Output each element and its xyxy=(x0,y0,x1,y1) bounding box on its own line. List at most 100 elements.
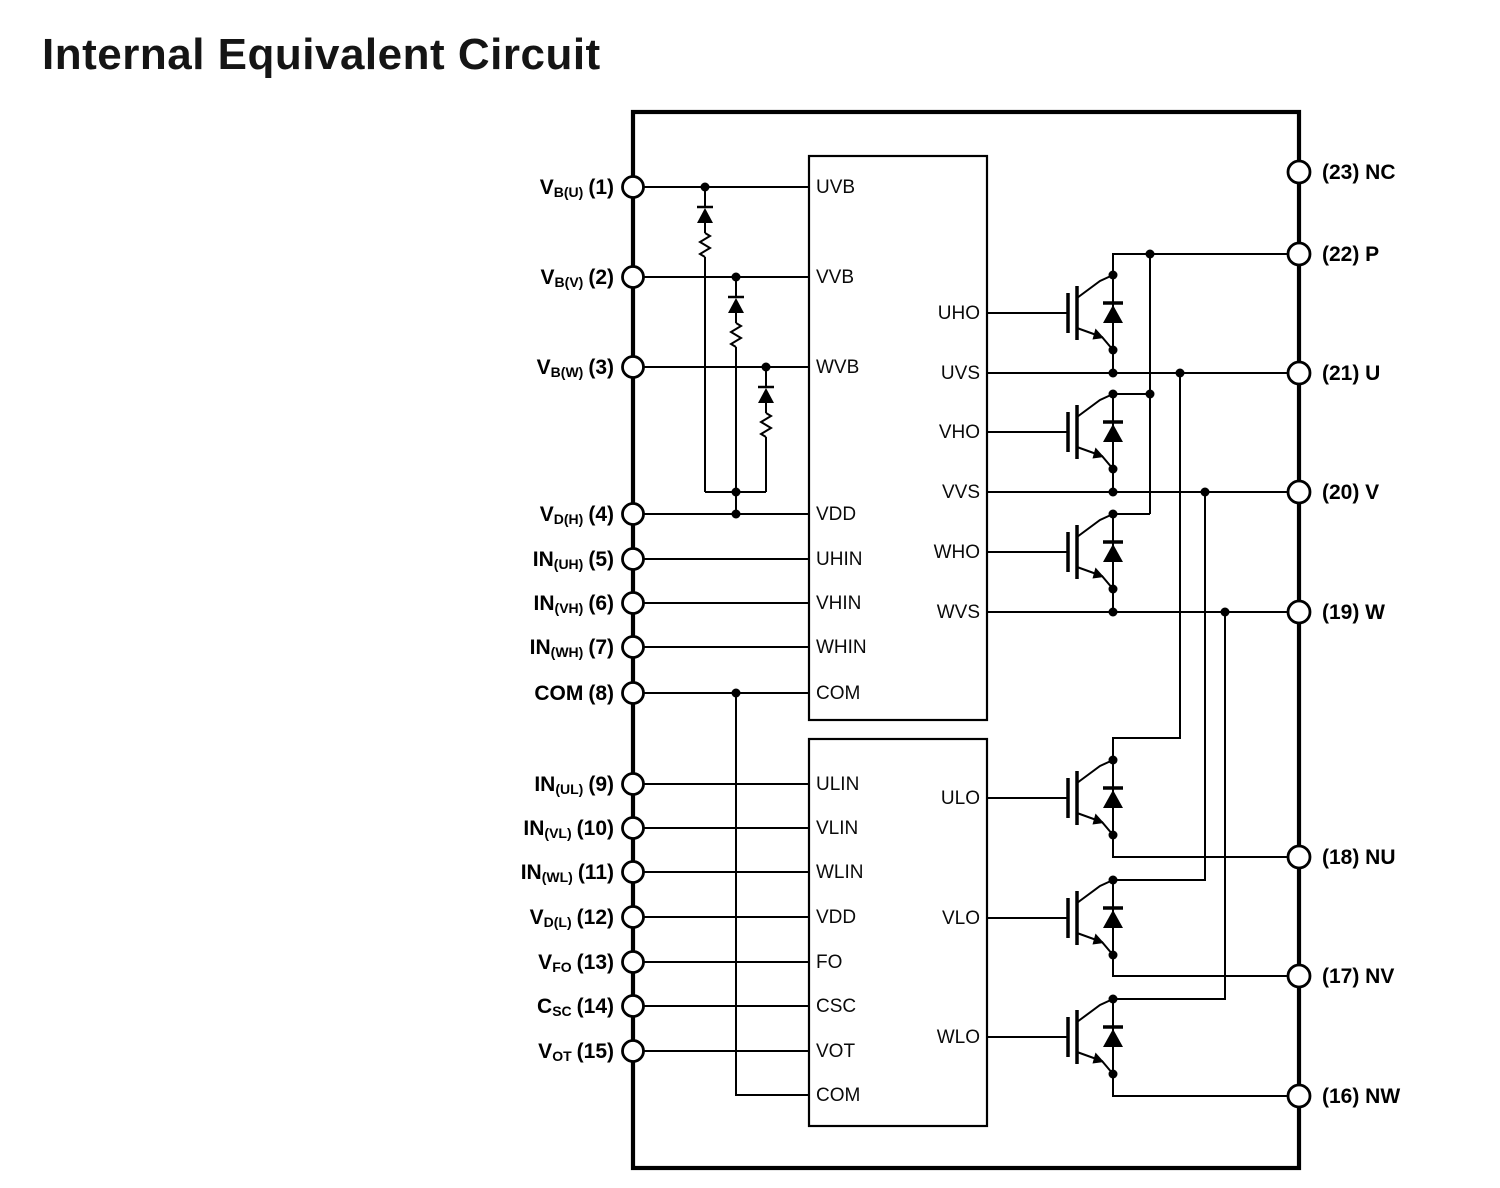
pin-terminal-4 xyxy=(621,502,645,526)
left-pin-wires xyxy=(633,186,809,1052)
port-uvs: UVS xyxy=(941,363,980,384)
pin-terminal-22 xyxy=(1286,241,1312,267)
pin-in-vl: IN(VL)(10) xyxy=(523,816,645,841)
port-who: WHO xyxy=(934,542,980,563)
port-vvb: VVB xyxy=(816,267,854,288)
port-vvs: VVS xyxy=(942,482,980,503)
left-pins: VB(U)(1) VB(V)(2) VB(W)(3) VD(H)(4) IN(U… xyxy=(521,175,645,1064)
pin-nu: (18) NU xyxy=(1286,844,1396,870)
pin-in-wh: IN(WH)(7) xyxy=(530,635,645,660)
port-vdd-l: VDD xyxy=(816,907,856,928)
right-pins: (23) NC (22) P (21) U (20) V (19) W (18)… xyxy=(1286,159,1400,1109)
pin-p: (22) P xyxy=(1286,241,1379,267)
pin-terminal-21 xyxy=(1286,360,1312,386)
bootstrap-diode-w xyxy=(756,365,776,439)
pin-terminal-8 xyxy=(621,681,645,705)
pin-label-16: (16) NW xyxy=(1322,1085,1400,1108)
junction-dots xyxy=(700,182,1230,698)
port-vlin: VLIN xyxy=(816,818,858,839)
pin-terminal-20 xyxy=(1286,479,1312,505)
pin-in-wl: IN(WL)(11) xyxy=(521,860,645,885)
pin-in-vh: IN(VH)(6) xyxy=(534,591,645,616)
pin-label-12: VD(L)(12) xyxy=(530,906,614,930)
pin-label-17: (17) NV xyxy=(1322,965,1394,988)
pin-w: (19) W xyxy=(1286,599,1385,625)
pin-nc: (23) NC xyxy=(1286,159,1396,185)
pin-vb-w: VB(W)(3) xyxy=(537,355,645,380)
pin-vd-l: VD(L)(12) xyxy=(530,905,645,930)
pin-terminal-15 xyxy=(621,1039,645,1063)
port-wvb: WVB xyxy=(816,357,859,378)
pin-in-uh: IN(UH)(5) xyxy=(533,547,645,572)
port-wlin: WLIN xyxy=(816,862,864,883)
port-uvb: UVB xyxy=(816,177,855,198)
pin-label-14: CSC(14) xyxy=(537,995,614,1019)
bootstrap-diode-u xyxy=(695,185,715,259)
pin-label-5: IN(UH)(5) xyxy=(533,548,614,572)
port-csc: CSC xyxy=(816,996,856,1017)
bootstrap-network xyxy=(695,185,776,514)
port-fo: FO xyxy=(816,952,842,973)
pin-label-3: VB(W)(3) xyxy=(537,356,614,380)
pin-label-1: VB(U)(1) xyxy=(540,176,614,200)
igbt-ul xyxy=(1066,753,1125,842)
pin-label-10: IN(VL)(10) xyxy=(523,817,614,841)
pin-u: (21) U xyxy=(1286,360,1380,386)
port-vho: VHO xyxy=(939,422,980,443)
port-ulin: ULIN xyxy=(816,774,859,795)
pin-terminal-7 xyxy=(621,635,645,659)
pin-v: (20) V xyxy=(1286,479,1379,505)
port-wlo: WLO xyxy=(937,1027,980,1048)
pin-label-19: (19) W xyxy=(1322,601,1385,624)
com-bus-wire xyxy=(735,693,809,1096)
pin-terminal-3 xyxy=(621,355,645,379)
igbt-wl xyxy=(1066,992,1125,1081)
pin-terminal-13 xyxy=(621,950,645,974)
igbt-vh xyxy=(1066,387,1125,476)
port-wvs: WVS xyxy=(937,602,980,623)
pin-vb-u: VB(U)(1) xyxy=(540,175,645,200)
power-stage-wires xyxy=(987,253,1288,1097)
pin-label-21: (21) U xyxy=(1322,362,1380,385)
igbt-vl xyxy=(1066,873,1125,962)
pin-label-7: IN(WH)(7) xyxy=(530,636,614,660)
pin-terminal-14 xyxy=(621,994,645,1018)
pin-nv: (17) NV xyxy=(1286,963,1394,989)
pin-label-4: VD(H)(4) xyxy=(540,503,614,527)
port-whin: WHIN xyxy=(816,637,867,658)
low-side-driver-ports: ULIN VLIN WLIN VDD FO CSC VOT COM ULO VL… xyxy=(816,774,980,1106)
igbt-uh xyxy=(1066,268,1125,357)
pin-label-6: IN(VH)(6) xyxy=(534,592,614,616)
igbt-wh xyxy=(1066,507,1125,596)
pin-vfo: VFO(13) xyxy=(538,950,645,975)
high-side-driver-block xyxy=(807,154,989,722)
pin-terminal-10 xyxy=(621,816,645,840)
pin-label-23: (23) NC xyxy=(1322,161,1396,184)
pin-label-20: (20) V xyxy=(1322,481,1379,504)
pin-com: COM(8) xyxy=(534,681,645,705)
pin-label-2: VB(V)(2) xyxy=(541,266,614,290)
pin-terminal-23 xyxy=(1286,159,1312,185)
pin-terminal-5 xyxy=(621,547,645,571)
pin-label-18: (18) NU xyxy=(1322,846,1396,869)
port-uhin: UHIN xyxy=(816,549,862,570)
pin-terminal-16 xyxy=(1286,1083,1312,1109)
pin-terminal-9 xyxy=(621,772,645,796)
pin-label-22: (22) P xyxy=(1322,243,1379,266)
pin-csc: CSC(14) xyxy=(537,994,645,1019)
pin-terminal-1 xyxy=(621,175,645,199)
pin-nw: (16) NW xyxy=(1286,1083,1400,1109)
port-com-h: COM xyxy=(816,683,860,704)
pin-vb-v: VB(V)(2) xyxy=(541,265,645,290)
pin-label-8: COM(8) xyxy=(534,682,614,705)
port-ulo: ULO xyxy=(941,788,980,809)
pin-vd-h: VD(H)(4) xyxy=(540,502,645,527)
pin-terminal-11 xyxy=(621,860,645,884)
port-uho: UHO xyxy=(938,303,980,324)
pin-vot: VOT(15) xyxy=(538,1039,645,1064)
port-vot: VOT xyxy=(816,1041,855,1062)
pin-terminal-18 xyxy=(1286,844,1312,870)
low-side-driver-block xyxy=(807,737,989,1128)
